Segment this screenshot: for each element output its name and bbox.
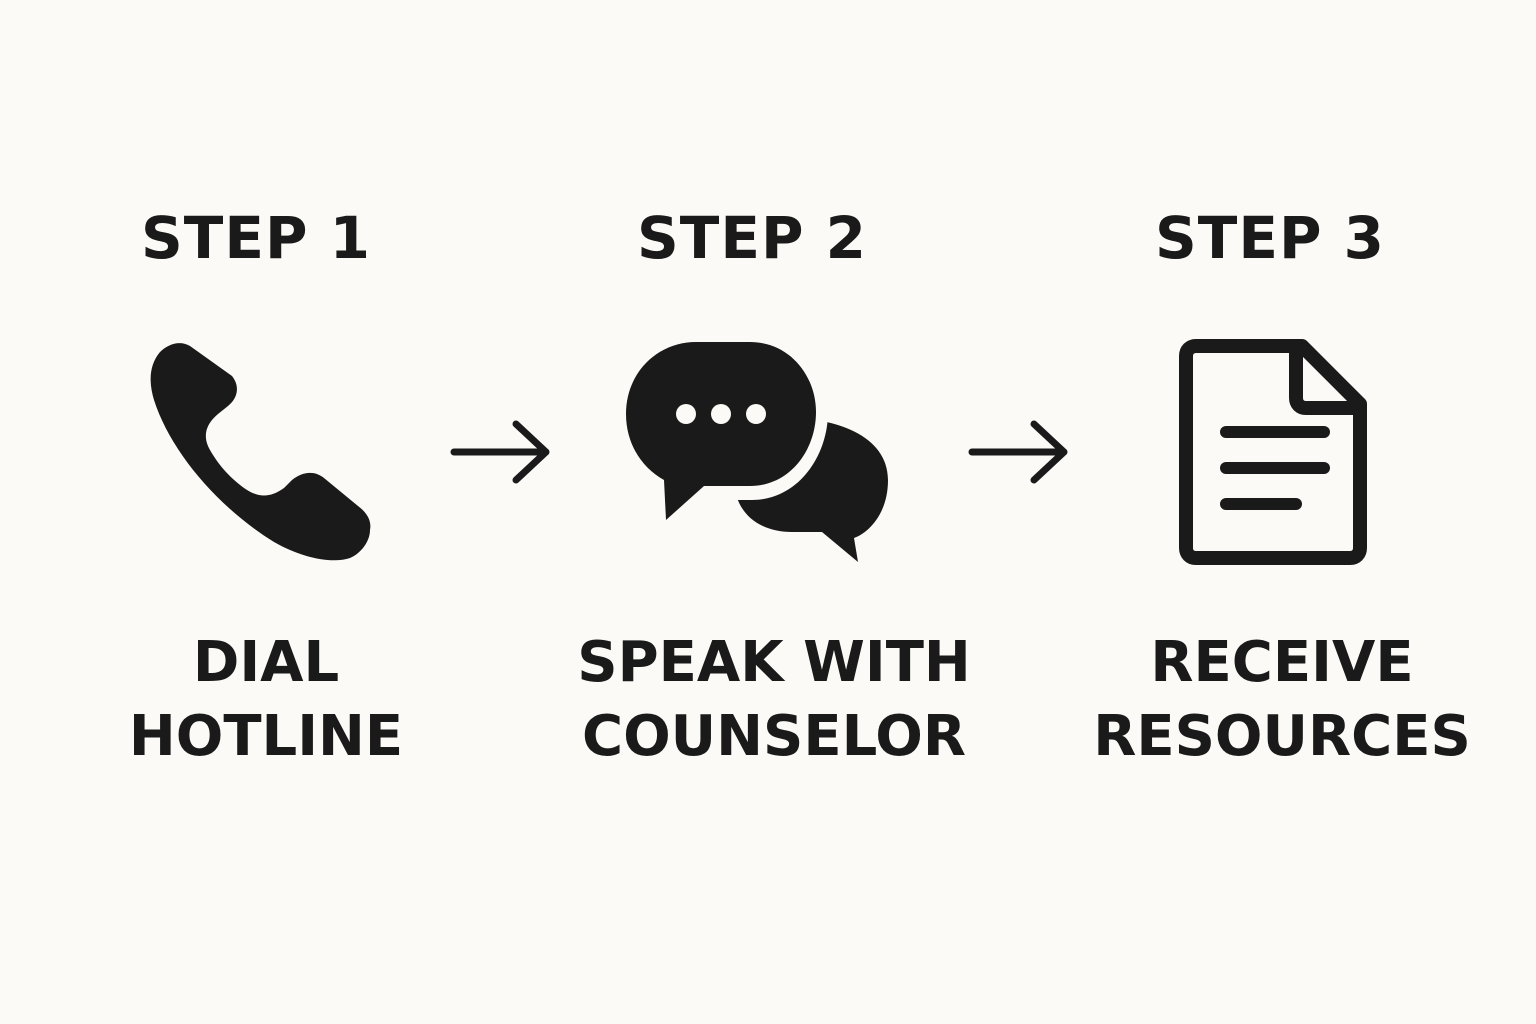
- arrow-right-icon: [968, 420, 1068, 484]
- step-2-label: SPEAK WITH COUNSELOR: [544, 626, 1004, 774]
- phone-icon: [150, 343, 371, 561]
- step-1-label: DIAL HOTLINE: [36, 626, 496, 774]
- chat-bubbles-icon: [622, 336, 888, 562]
- step-1-label-line2: HOTLINE: [128, 704, 404, 769]
- step-1-title: STEP 1: [140, 204, 371, 272]
- arrow-right-icon: [450, 420, 550, 484]
- step-3-label-line1: RECEIVE: [1150, 630, 1414, 695]
- step-2-title: STEP 2: [636, 204, 867, 272]
- step-2-label-line1: SPEAK WITH: [577, 630, 971, 695]
- step-1-label-line1: DIAL: [192, 630, 340, 695]
- document-icon: [1179, 339, 1367, 565]
- step-3-title: STEP 3: [1154, 204, 1385, 272]
- step-3-label: RECEIVE RESOURCES: [1052, 626, 1512, 774]
- step-2-label-line2: COUNSELOR: [581, 704, 967, 769]
- step-3-label-line2: RESOURCES: [1093, 704, 1471, 769]
